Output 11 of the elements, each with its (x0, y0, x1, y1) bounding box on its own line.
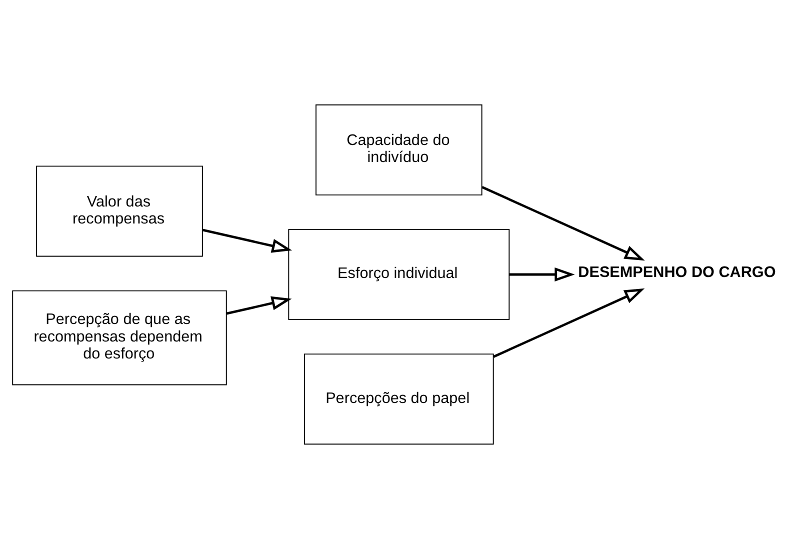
arrow (493, 288, 645, 358)
node-text: DESEMPENHO DO CARGO (578, 264, 776, 282)
node-box: Capacidade do indivíduo (316, 104, 482, 196)
node-box: Percepções do papel (304, 354, 494, 445)
arrow (482, 186, 645, 261)
arrow (226, 296, 292, 315)
arrow (202, 228, 292, 253)
node-box: Esforço individual (288, 228, 510, 320)
arrow (509, 267, 575, 282)
node-box: Valor das recompensas (36, 166, 203, 257)
node-box: Percepção de que as recompensas dependem do esforço (12, 290, 227, 386)
